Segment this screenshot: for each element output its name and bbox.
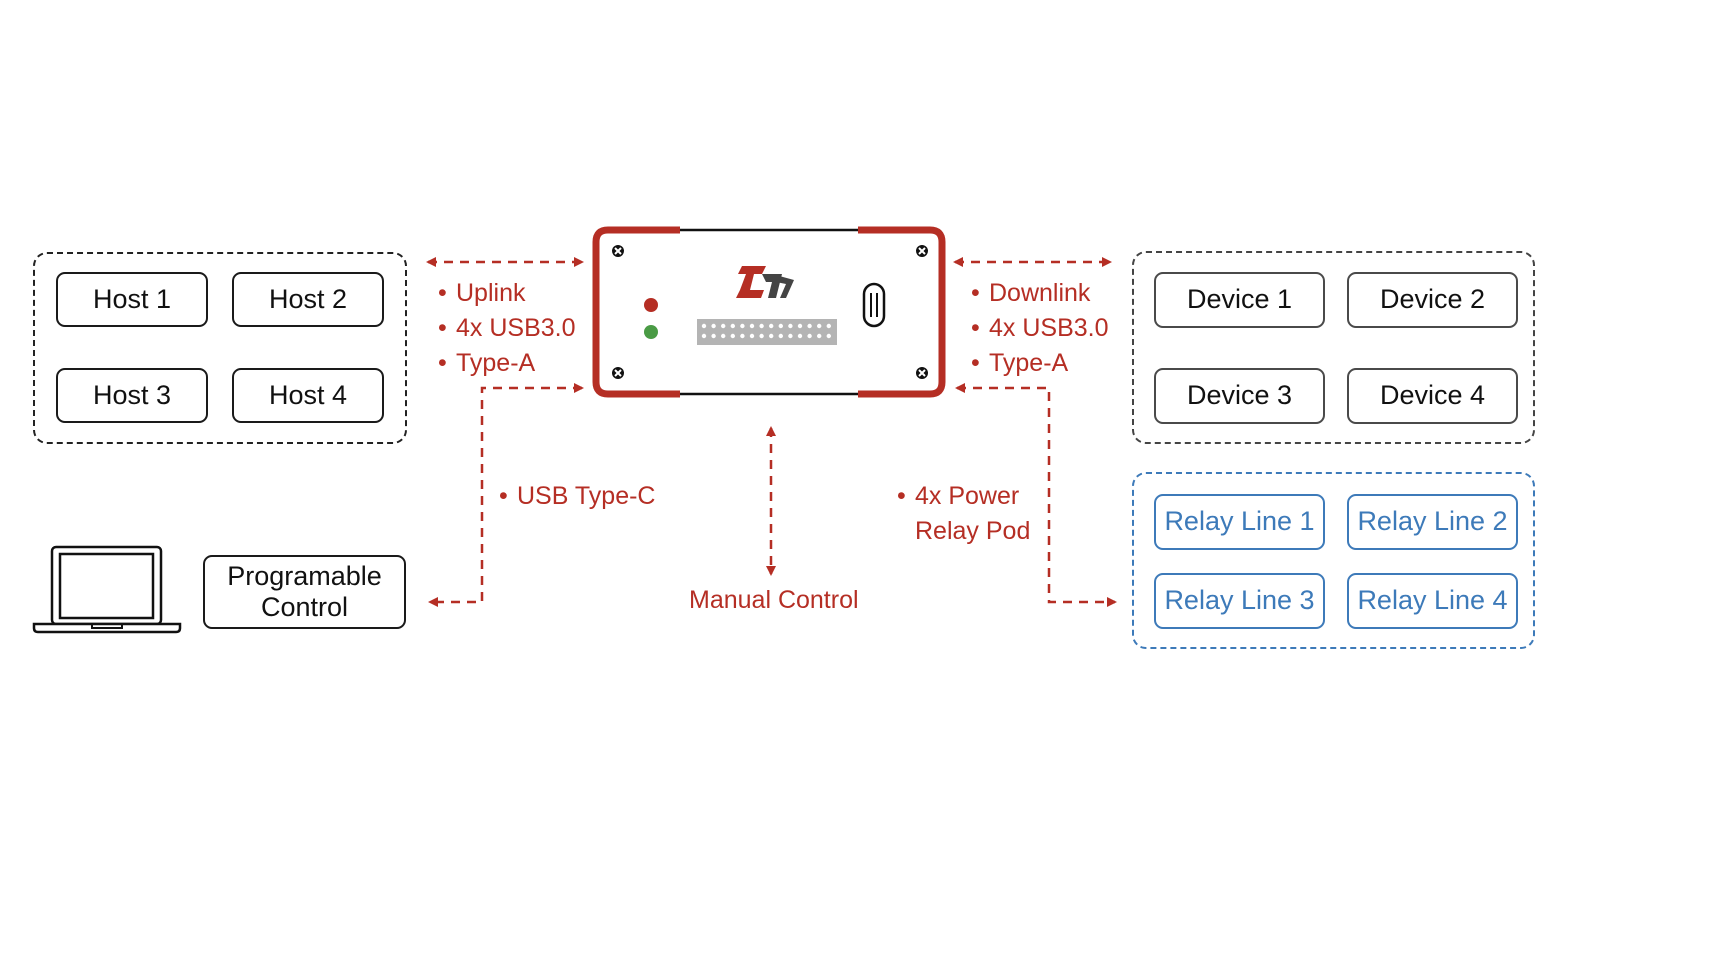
header-pin xyxy=(788,323,793,329)
hub-device xyxy=(592,226,946,398)
relay-line-1-label: Relay Line 1 xyxy=(1164,506,1315,537)
usb-c-label: •USB Type-C xyxy=(499,482,656,510)
relay-line-3-label: Relay Line 3 xyxy=(1164,585,1315,616)
header-pin xyxy=(759,323,764,329)
header-pin xyxy=(721,333,726,339)
uplink-line-2: 4x USB3.0 xyxy=(456,314,576,342)
device-4-node[interactable]: Device 4 xyxy=(1347,368,1518,424)
host-3-node[interactable]: Host 3 xyxy=(56,368,208,423)
relays-group xyxy=(1132,472,1535,649)
relay-line-4-node[interactable]: Relay Line 4 xyxy=(1347,573,1518,629)
header-pin xyxy=(711,333,716,339)
header-pin xyxy=(701,333,707,339)
downlink-line-3: Type-A xyxy=(989,349,1069,377)
header-pin xyxy=(769,323,774,329)
device-frame-right xyxy=(858,226,946,398)
relay-pod-arrow xyxy=(955,383,1117,607)
hosts-group xyxy=(33,252,407,444)
laptop-icon xyxy=(32,545,182,634)
pin-header-icon xyxy=(697,319,837,345)
host-3-label: Host 3 xyxy=(92,379,172,410)
relay-line-4-label: Relay Line 4 xyxy=(1357,585,1508,616)
header-pin xyxy=(769,333,774,339)
downlink-line-1: Downlink xyxy=(989,279,1091,307)
downlink-line-2: 4x USB3.0 xyxy=(989,314,1109,342)
host-4-label: Host 4 xyxy=(268,379,348,410)
programmable-control-node[interactable]: Programable Control xyxy=(203,555,406,629)
programmable-label-line2: Control xyxy=(260,592,349,622)
host-2-node[interactable]: Host 2 xyxy=(232,272,384,327)
host-1-label: Host 1 xyxy=(92,283,172,314)
device-4-label: Device 4 xyxy=(1379,380,1486,411)
relay-line-2-label: Relay Line 2 xyxy=(1357,506,1508,537)
device-1-node[interactable]: Device 1 xyxy=(1154,272,1325,328)
led-green-icon xyxy=(644,325,658,339)
host-2-label: Host 2 xyxy=(268,283,348,314)
relay-line-1-node[interactable]: Relay Line 1 xyxy=(1154,494,1325,550)
usb-c-port-icon xyxy=(862,282,886,328)
header-pin xyxy=(788,333,793,339)
devices-group xyxy=(1132,251,1535,444)
device-frame-left xyxy=(592,226,680,398)
programmable-label-line1: Programable xyxy=(227,560,382,591)
header-pin xyxy=(759,333,764,339)
uplink-line-1: Uplink xyxy=(456,279,526,307)
header-pin xyxy=(740,323,745,329)
header-pin xyxy=(797,323,803,329)
screw-icon xyxy=(612,367,624,379)
relay-pod-line-2: Relay Pod xyxy=(915,517,1031,545)
header-pin xyxy=(778,323,783,329)
relay-line-3-node[interactable]: Relay Line 3 xyxy=(1154,573,1325,629)
header-pin xyxy=(730,333,735,339)
header-pin xyxy=(730,323,735,329)
header-pin xyxy=(701,323,707,329)
header-pin xyxy=(807,333,812,339)
uplink-label: •Uplink •4x USB3.0 •Type-A xyxy=(438,279,576,377)
header-pin xyxy=(807,323,812,329)
zh-logo-icon xyxy=(736,266,794,298)
device-3-label: Device 3 xyxy=(1186,380,1293,411)
header-pin xyxy=(749,323,755,329)
device-2-label: Device 2 xyxy=(1379,284,1486,315)
host-1-node[interactable]: Host 1 xyxy=(56,272,208,327)
header-pin xyxy=(778,333,783,339)
downlink-label: •Downlink •4x USB3.0 •Type-A xyxy=(971,279,1109,377)
device-3-node[interactable]: Device 3 xyxy=(1154,368,1325,424)
relay-pod-line-1: 4x Power xyxy=(915,482,1020,510)
device-1-label: Device 1 xyxy=(1186,284,1293,315)
host-4-node[interactable]: Host 4 xyxy=(232,368,384,423)
device-2-node[interactable]: Device 2 xyxy=(1347,272,1518,328)
header-pin xyxy=(817,333,822,339)
header-pin xyxy=(826,323,831,329)
header-pin xyxy=(711,323,716,329)
usb-c-arrow xyxy=(428,383,584,607)
relay-pod-label: •4x Power Relay Pod xyxy=(897,482,1031,545)
header-pin xyxy=(817,323,822,329)
header-pin xyxy=(740,333,745,339)
uplink-line-3: Type-A xyxy=(456,349,536,377)
screw-icon xyxy=(916,367,928,379)
manual-control-label: Manual Control xyxy=(689,586,859,614)
led-red-icon xyxy=(644,298,658,312)
usb-c-text: USB Type-C xyxy=(517,482,656,510)
relay-line-2-node[interactable]: Relay Line 2 xyxy=(1347,494,1518,550)
screw-icon xyxy=(916,245,928,257)
screw-icon xyxy=(612,245,624,257)
header-pin xyxy=(721,323,726,329)
header-pin xyxy=(797,333,803,339)
header-pin xyxy=(749,333,755,339)
header-pin xyxy=(826,333,831,339)
